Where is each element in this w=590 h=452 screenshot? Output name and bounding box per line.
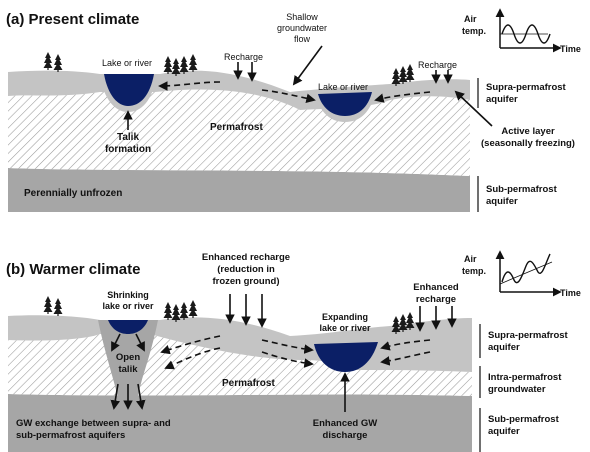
- panel-b: [8, 294, 481, 452]
- sub-aquifer-label-b-2: aquifer: [488, 426, 520, 437]
- tree-icon: [43, 296, 53, 314]
- supra-aquifer-label-a-1: Supra-permafrost: [486, 82, 567, 93]
- active-layer-label-2: (seasonally freezing): [481, 138, 575, 149]
- tree-icon: [171, 304, 181, 322]
- lake-a2: [318, 92, 372, 116]
- lake-b1: [108, 320, 148, 334]
- unfrozen-label: Perennially unfrozen: [24, 188, 122, 199]
- shrinking-lake-label-2: lake or river: [102, 301, 154, 311]
- sub-aquifer-label-a-1: Sub-permafrost: [486, 184, 558, 195]
- panel-a-title: (a) Present climate: [6, 11, 139, 28]
- intra-groundwater-label-1: Intra-permafrost: [488, 372, 562, 383]
- supra-aquifer-label-a-2: aquifer: [486, 94, 518, 105]
- panel-a: [8, 45, 493, 212]
- supra-aquifer-label-b-2: aquifer: [488, 342, 520, 353]
- enhanced-recharge-right-2: recharge: [416, 294, 456, 305]
- enhanced-recharge-right-1: Enhanced: [413, 282, 459, 293]
- lake-label-a1: Lake or river: [102, 58, 152, 68]
- recharge-label-a2: Recharge: [418, 60, 457, 70]
- inset-a: [495, 8, 562, 53]
- shrinking-lake-label-1: Shrinking: [107, 290, 149, 300]
- lake-b2: [314, 342, 378, 372]
- tree-icon: [163, 302, 173, 320]
- sub-permafrost-zone-a: [8, 168, 470, 212]
- intra-groundwater-label-2: groundwater: [488, 384, 546, 395]
- shallow-flow-label-1: Shallow: [286, 12, 318, 22]
- tree-icon: [53, 298, 63, 316]
- gw-exchange-label-1: GW exchange between supra- and: [16, 418, 171, 429]
- tree-icon: [405, 312, 415, 330]
- shallow-flow-label-3: flow: [294, 34, 311, 44]
- expanding-lake-label-2: lake or river: [319, 323, 371, 333]
- sub-aquifer-label-b-1: Sub-permafrost: [488, 414, 560, 425]
- tree-icon: [405, 64, 415, 82]
- inset-a-ylabel-2: temp.: [462, 26, 486, 36]
- lake-label-a2: Lake or river: [318, 82, 368, 92]
- gw-exchange-label-2: sub-permafrost aquifers: [16, 430, 125, 441]
- enhanced-discharge-label-1: Enhanced GW: [313, 418, 377, 429]
- tree-icon: [43, 52, 53, 70]
- open-talik-label-2: talik: [118, 364, 138, 375]
- talik-label-2: formation: [105, 144, 151, 155]
- lake-a1: [104, 74, 154, 106]
- inset-a-ylabel-1: Air: [464, 14, 477, 24]
- expanding-lake-label-1: Expanding: [322, 312, 368, 322]
- panel-b-title: (b) Warmer climate: [6, 261, 140, 278]
- open-talik-label-1: Open: [116, 352, 140, 363]
- tree-icon: [188, 300, 198, 318]
- shallow-flow-label-2: groundwater: [277, 23, 327, 33]
- permafrost-label-b: Permafrost: [222, 378, 275, 389]
- open-talik-zone-b: [98, 320, 158, 398]
- tree-icon: [188, 54, 198, 72]
- inset-a-xlabel: Time: [560, 44, 581, 54]
- sub-aquifer-label-a-2: aquifer: [486, 196, 518, 207]
- tree-icon: [179, 302, 189, 320]
- enhanced-recharge-center-3: frozen ground): [212, 276, 279, 287]
- inset-b: [495, 250, 562, 297]
- tree-icon: [179, 56, 189, 74]
- recharge-label-a1: Recharge: [224, 52, 263, 62]
- talik-label-1: Talik: [117, 132, 139, 143]
- enhanced-recharge-center-1: Enhanced recharge: [202, 252, 290, 263]
- supra-aquifer-label-b-1: Supra-permafrost: [488, 330, 569, 341]
- tree-icon: [171, 58, 181, 76]
- inset-b-ylabel-2: temp.: [462, 266, 486, 276]
- tree-icon: [163, 56, 173, 74]
- enhanced-recharge-center-2: (reduction in: [217, 264, 275, 275]
- inset-b-xlabel: Time: [560, 288, 581, 298]
- enhanced-discharge-label-2: discharge: [323, 430, 368, 441]
- inset-b-ylabel-1: Air: [464, 254, 477, 264]
- tree-icon: [53, 54, 63, 72]
- active-layer-label-1: Active layer: [501, 126, 555, 137]
- permafrost-label-a: Permafrost: [210, 122, 263, 133]
